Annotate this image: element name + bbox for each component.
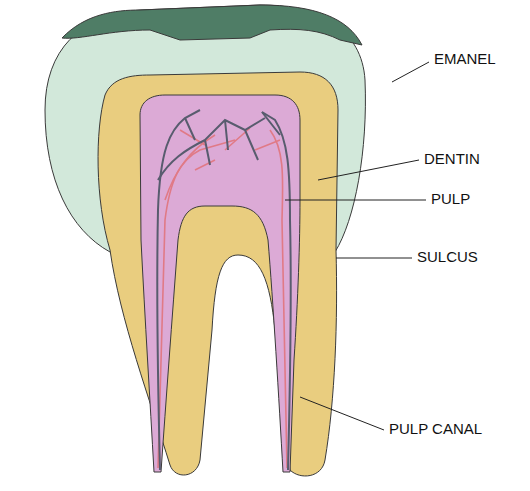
part-label: PULP	[431, 190, 470, 208]
nerves-grey	[157, 110, 291, 470]
enamel-top	[62, 5, 362, 45]
nerves-red	[158, 128, 287, 468]
dentin	[98, 72, 338, 476]
part-label: EMANEL	[434, 50, 496, 68]
part-label: PULP CANAL	[389, 420, 482, 438]
part-label: DENTIN	[424, 150, 480, 168]
leader-lines	[285, 62, 429, 430]
part-label: SULCUS	[417, 248, 478, 266]
pulp	[140, 95, 300, 472]
